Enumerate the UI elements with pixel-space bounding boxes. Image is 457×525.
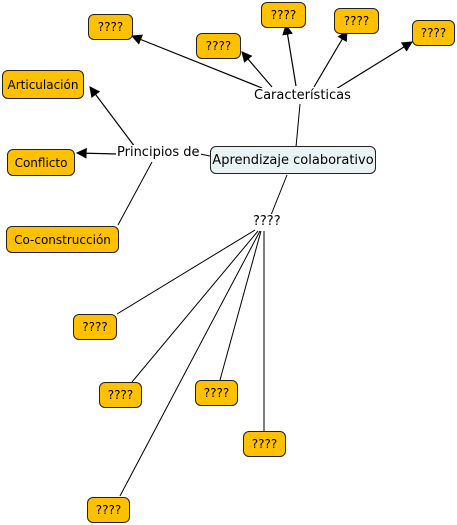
link-label-principios: Principios de: [116, 145, 201, 160]
node-caracteristica-1[interactable]: ????: [88, 14, 133, 40]
node-label: ????: [251, 437, 278, 451]
node-label: ????: [270, 8, 297, 22]
node-label: Articulación: [7, 77, 79, 92]
node-caracteristica-4[interactable]: ????: [334, 8, 379, 34]
node-caracteristica-3[interactable]: ????: [261, 2, 306, 28]
node-label: ????: [205, 39, 232, 53]
central-concept[interactable]: Aprendizaje colaborativo: [210, 146, 376, 174]
node-caracteristica-5[interactable]: ????: [412, 20, 455, 46]
node-label: ????: [82, 320, 108, 334]
node-outcome-2[interactable]: ????: [99, 382, 142, 408]
node-co-construccion[interactable]: Co-construcción: [6, 226, 119, 253]
node-label: Conflicto: [14, 155, 68, 170]
node-outcome-5[interactable]: ????: [87, 497, 130, 523]
node-label: Co-construcción: [14, 232, 111, 247]
link-label-unknown: ????: [252, 214, 282, 229]
link-label-caracteristicas: Características: [253, 88, 352, 103]
node-label: ????: [97, 20, 124, 34]
node-label: ????: [107, 388, 134, 402]
node-label: ????: [203, 386, 230, 400]
node-label: ????: [343, 14, 370, 28]
central-concept-label: Aprendizaje colaborativo: [212, 152, 374, 168]
node-outcome-1[interactable]: ????: [73, 314, 117, 340]
node-outcome-4[interactable]: ????: [243, 431, 286, 457]
node-label: ????: [420, 26, 447, 40]
node-label: ????: [95, 503, 122, 517]
node-conflicto[interactable]: Conflicto: [7, 149, 75, 176]
node-outcome-3[interactable]: ????: [195, 380, 238, 406]
node-articulacion[interactable]: Articulación: [2, 70, 84, 99]
node-caracteristica-2[interactable]: ????: [196, 33, 241, 59]
